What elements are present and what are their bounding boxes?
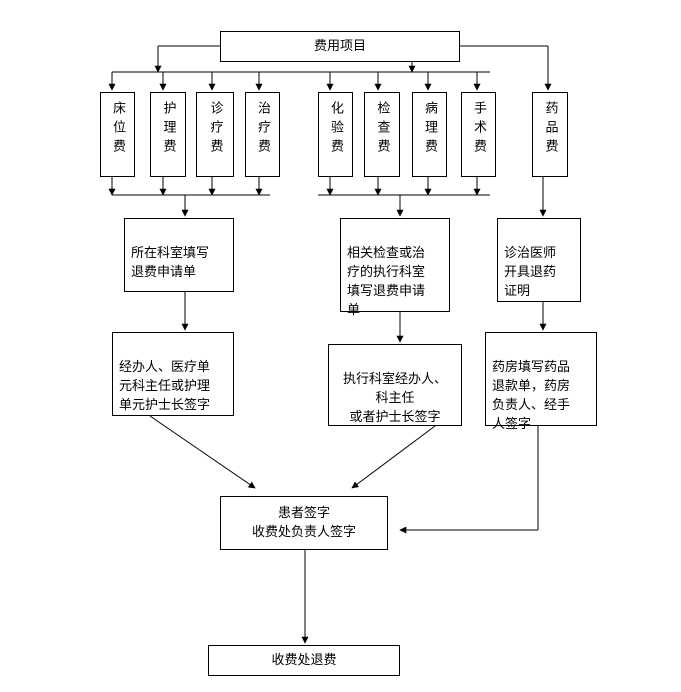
doctor-drug-return-certificate-text: 诊治医师 开具退药 证明 (504, 246, 557, 299)
pathology-fee-box: 病理费 (412, 92, 447, 177)
exam-fee-label: 检查费 (374, 101, 390, 158)
fee-items-box: 费用项目 (220, 31, 460, 62)
diagnosis-fee-label: 诊疗费 (207, 101, 223, 158)
pharmacy-refund-form-text: 药房填写药品 退款单，药房 负责人、经手 人签字 (492, 360, 571, 432)
dept-refund-application-text: 所在科室填写 退费申请单 (131, 246, 210, 280)
diagnosis-fee-box: 诊疗费 (196, 92, 234, 177)
dept-refund-application-box: 所在科室填写 退费申请单 (124, 218, 234, 292)
drug-fee-label: 药品费 (542, 101, 558, 158)
lab-fee-label: 化验费 (328, 101, 343, 158)
doctor-drug-return-certificate-box: 诊治医师 开具退药 证明 (497, 218, 581, 302)
treatment-fee-label: 治疗费 (255, 101, 270, 158)
nursing-fee-box: 护理费 (150, 92, 186, 177)
pharmacy-refund-form-box: 药房填写药品 退款单，药房 负责人、经手 人签字 (485, 332, 597, 432)
drug-fee-box: 药品费 (532, 92, 568, 177)
exec-dept-signature-box: 执行科室经办人、 科主任 或者护士长签字 (328, 344, 462, 426)
surgery-fee-label: 手术费 (471, 101, 486, 158)
patient-cashier-signature-text: 患者签字 收费处负责人签字 (251, 506, 356, 540)
exec-dept-refund-application-text: 相关检查或治 疗的执行科室 填写退费申请 单 (347, 246, 426, 318)
lab-fee-box: 化验费 (318, 92, 353, 177)
unit-head-signature-box: 经办人、医疗单 元科主任或护理 单元护士长签字 (112, 332, 234, 416)
nursing-fee-label: 护理费 (160, 101, 176, 158)
surgery-fee-box: 手术费 (461, 92, 496, 177)
bed-fee-box: 床位费 (100, 92, 135, 177)
patient-cashier-signature-box: 患者签字 收费处负责人签字 (220, 496, 388, 550)
exec-dept-signature-text: 执行科室经办人、 科主任 或者护士长签字 (342, 372, 447, 425)
treatment-fee-box: 治疗费 (245, 92, 280, 177)
pathology-fee-label: 病理费 (422, 101, 437, 158)
bed-fee-label: 床位费 (110, 101, 125, 158)
exam-fee-box: 检查费 (364, 92, 400, 177)
exec-dept-refund-application-box: 相关检查或治 疗的执行科室 填写退费申请 单 (340, 218, 450, 318)
unit-head-signature-text: 经办人、医疗单 元科主任或护理 单元护士长签字 (119, 360, 211, 413)
cashier-refund-box: 收费处退费 (208, 645, 400, 676)
fee-items-label: 费用项目 (313, 39, 366, 54)
cashier-refund-label: 收费处退费 (271, 653, 337, 668)
